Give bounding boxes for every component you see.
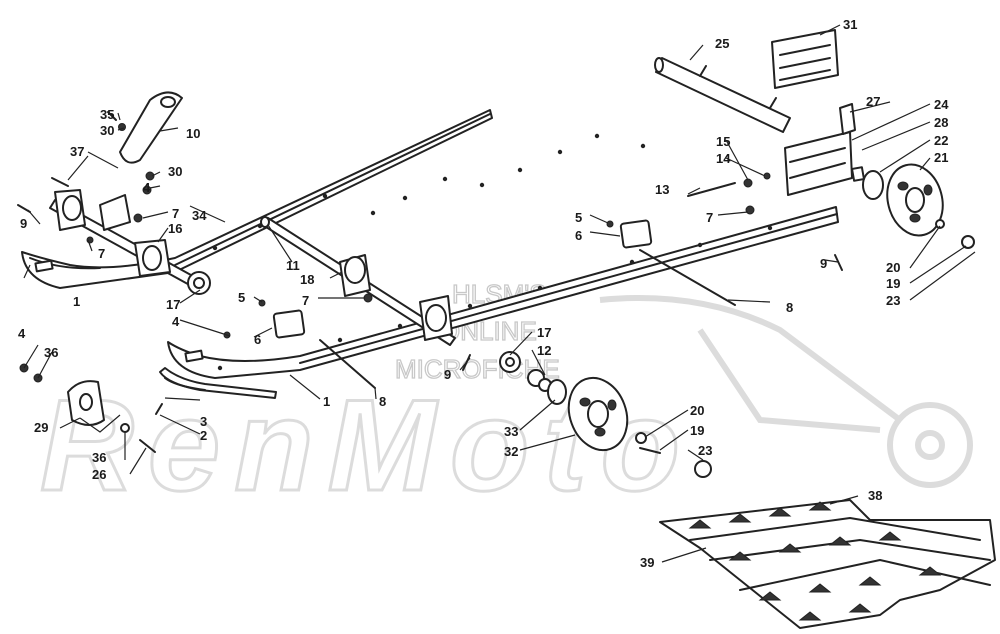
callout-24: 24 [934, 97, 949, 112]
watermark-motorbike [599, 295, 973, 488]
callout-labels: 1 1 2 3 4 4 4 5 5 6 6 7 7 7 7 8 8 9 9 9 … [18, 17, 949, 570]
callout-7: 7 [302, 293, 309, 308]
rear-cross-shaft [654, 57, 791, 133]
callout-20: 20 [886, 260, 900, 275]
callout-39: 39 [640, 555, 654, 570]
wear-strip [159, 367, 277, 399]
callout-19: 19 [886, 276, 900, 291]
callout-35: 35 [100, 107, 114, 122]
callout-36: 36 [92, 450, 106, 465]
callout-9: 9 [820, 256, 827, 271]
bumper-block [67, 380, 105, 426]
callout-23: 23 [698, 443, 712, 458]
track-section [659, 499, 996, 629]
callout-4: 4 [143, 180, 151, 195]
callout-17: 17 [537, 325, 551, 340]
callout-7: 7 [172, 206, 179, 221]
callout-4: 4 [172, 314, 180, 329]
callout-30: 30 [168, 164, 182, 179]
callout-30: 30 [100, 123, 114, 138]
callout-9: 9 [20, 216, 27, 231]
callout-25: 25 [715, 36, 729, 51]
callout-33: 33 [504, 424, 518, 439]
callout-6: 6 [575, 228, 582, 243]
fasteners [17, 111, 975, 478]
callout-11: 11 [286, 258, 300, 273]
callout-10: 10 [186, 126, 200, 141]
front-axle-assembly [49, 189, 211, 295]
callout-4: 4 [18, 326, 26, 341]
rear-idler-wheel [851, 163, 944, 237]
callout-9: 9 [444, 367, 451, 382]
callout-28: 28 [934, 115, 948, 130]
leader-lines [23, 24, 976, 563]
callout-1: 1 [73, 294, 80, 309]
callout-5: 5 [238, 290, 245, 305]
callout-32: 32 [504, 444, 518, 459]
callout-26: 26 [92, 467, 106, 482]
callout-2: 2 [200, 428, 207, 443]
pivot-arm [99, 91, 183, 231]
callout-7: 7 [706, 210, 713, 225]
callout-3: 3 [200, 414, 207, 429]
callout-34: 34 [192, 208, 207, 223]
mid-idler-wheel [547, 376, 629, 452]
callout-21: 21 [934, 150, 948, 165]
callout-36: 36 [44, 345, 58, 360]
callout-16: 16 [168, 221, 182, 236]
callout-31: 31 [843, 17, 857, 32]
callout-37: 37 [70, 144, 84, 159]
stop-blocks [272, 219, 653, 339]
callout-8: 8 [379, 394, 386, 409]
callout-19: 19 [690, 423, 704, 438]
callout-13: 13 [655, 182, 669, 197]
callout-20: 20 [690, 403, 704, 418]
callout-27: 27 [866, 94, 880, 109]
lower-slide-rail [167, 206, 839, 379]
callout-7: 7 [98, 246, 105, 261]
mid-axle-assembly [339, 254, 552, 392]
callout-14: 14 [716, 151, 731, 166]
callout-23: 23 [886, 293, 900, 308]
callout-29: 29 [34, 420, 48, 435]
callout-12: 12 [537, 343, 551, 358]
callout-5: 5 [575, 210, 582, 225]
callout-1: 1 [323, 394, 330, 409]
callout-17: 17 [166, 297, 180, 312]
callout-38: 38 [868, 488, 882, 503]
callout-22: 22 [934, 133, 948, 148]
upper-slide-rail [21, 109, 646, 289]
callout-15: 15 [716, 134, 730, 149]
callout-6: 6 [254, 332, 261, 347]
callout-18: 18 [300, 272, 314, 287]
callout-8: 8 [786, 300, 793, 315]
rear-bracket-assembly [771, 29, 856, 196]
